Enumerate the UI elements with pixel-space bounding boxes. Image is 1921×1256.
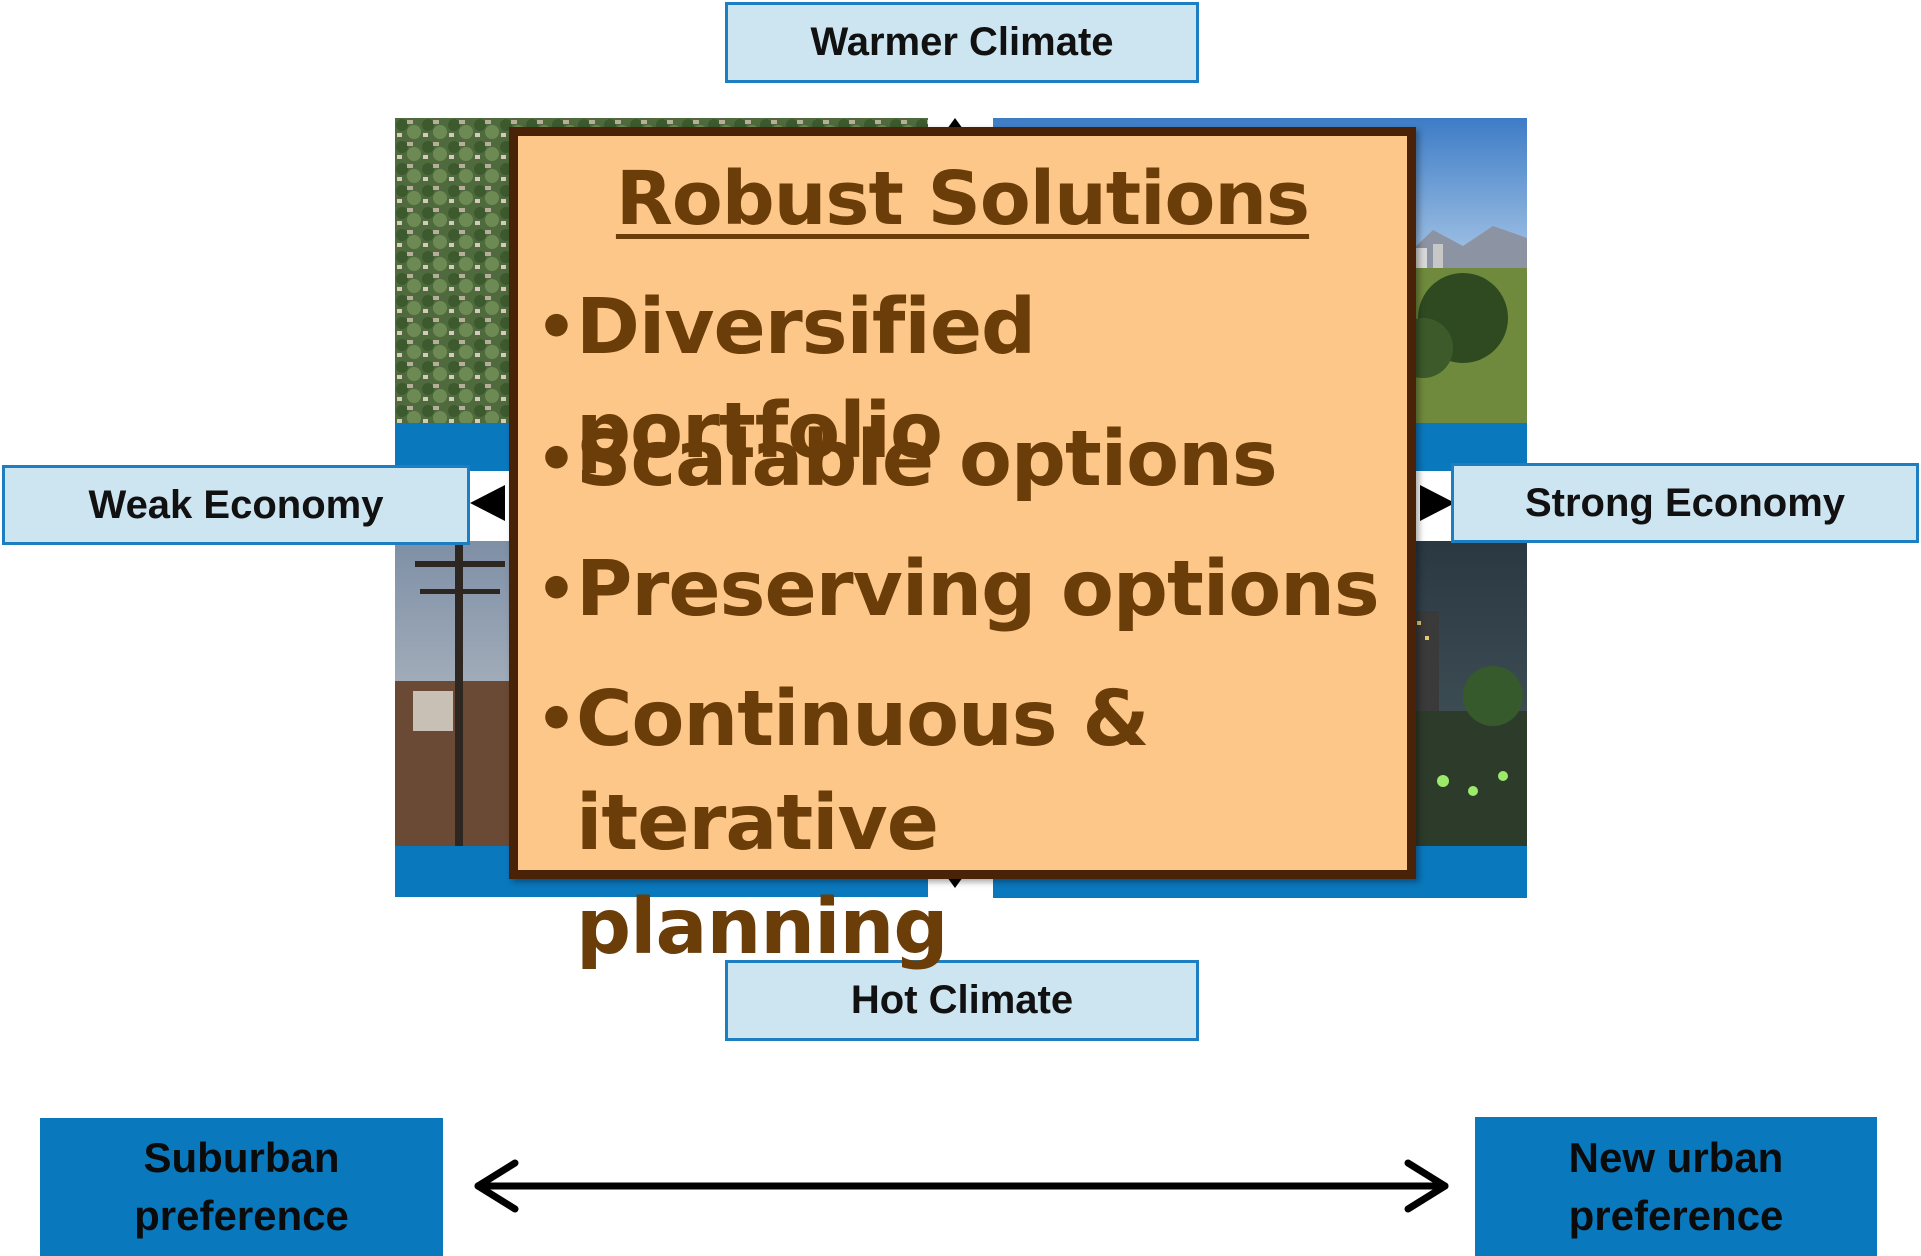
new-urban-preference-box: New urban preference — [1475, 1117, 1877, 1256]
preference-double-arrow — [474, 1159, 1449, 1213]
robust-solution-text: Diversified portfolio — [576, 283, 1036, 476]
axis-label-warmer-climate: Warmer Climate — [725, 2, 1199, 83]
new-urban-preference-text: New urban preference — [1568, 1133, 1784, 1239]
robust-solution-item: •Continuous & iterative planning — [536, 668, 1216, 980]
axis-label-weak-economy: Weak Economy — [2, 465, 470, 545]
axis-label-strong-economy: Strong Economy — [1451, 463, 1919, 543]
axis-label-hot-climate: Hot Climate — [725, 960, 1199, 1041]
axis-left-arrowhead — [470, 485, 505, 521]
axis-down-arrowhead — [947, 877, 963, 888]
bullet-dot: • — [536, 423, 577, 497]
warmer-climate-text: Warmer Climate — [810, 20, 1114, 64]
robust-solution-text: Scalable options — [576, 415, 1278, 504]
hot-climate-text: Hot Climate — [850, 978, 1074, 1022]
robust-solution-text: Preserving options — [576, 545, 1380, 634]
bullet-dot: • — [536, 683, 577, 757]
axis-up-arrowhead — [947, 118, 963, 129]
axis-right-arrowhead — [1420, 485, 1455, 521]
robust-solution-item: •Preserving options — [536, 538, 1416, 648]
strong-economy-text: Strong Economy — [1524, 480, 1846, 525]
robust-solution-text: Continuous & iterative planning — [576, 675, 1150, 972]
bullet-dot: • — [536, 553, 577, 627]
robust-solution-item: •Diversified portfolio — [536, 276, 1416, 484]
suburban-preference-box: Suburban preference — [40, 1118, 443, 1256]
robust-solutions-title: Robust Solutions — [615, 156, 1310, 242]
robust-solutions-panel: Robust Solutions •Diversified portfolio … — [509, 127, 1416, 972]
weak-economy-text: Weak Economy — [88, 482, 384, 527]
suburban-preference-text: Suburban preference — [134, 1134, 349, 1239]
bullet-dot: • — [536, 291, 577, 365]
robust-solution-item: •Scalable options — [536, 408, 1416, 518]
